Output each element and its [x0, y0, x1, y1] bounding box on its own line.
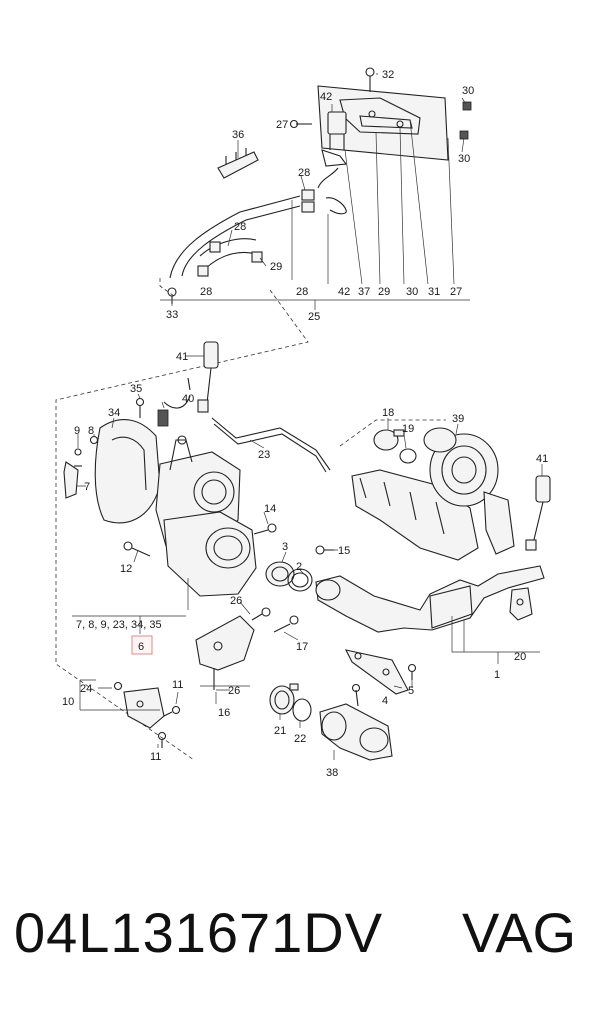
- bolt-14: [253, 523, 277, 535]
- callout-33: 33: [166, 309, 178, 321]
- callout-12: 12: [120, 563, 132, 575]
- callout-19: 19: [402, 423, 414, 435]
- callout-23: 23: [258, 449, 270, 461]
- callout-29: 29: [378, 286, 390, 298]
- callout-30: 30: [406, 286, 418, 298]
- callout-17: 17: [296, 641, 308, 653]
- callout-36: 36: [232, 129, 244, 141]
- heat-shield-bracket: [317, 85, 449, 161]
- callout-41: 41: [176, 351, 188, 363]
- callout-39: 39: [452, 413, 464, 425]
- callout-22: 22: [294, 733, 306, 745]
- callout-35: 35: [130, 383, 142, 395]
- group-list: 7, 8, 9, 23, 34, 35: [76, 619, 162, 631]
- bolt-24: [113, 681, 123, 691]
- callout-41: 41: [536, 453, 548, 465]
- callout-20: 20: [514, 651, 526, 663]
- clamp-3: [265, 561, 295, 587]
- callout-15: 15: [338, 545, 350, 557]
- callout-42: 42: [338, 286, 350, 298]
- callout-38: 38: [326, 767, 338, 779]
- callout-26: 26: [228, 685, 240, 697]
- oxygen-sensor-41: [197, 341, 219, 413]
- sensor-42: [327, 111, 347, 150]
- heat-shield-34: [94, 419, 161, 524]
- callout-2: 2: [296, 561, 302, 573]
- gasket-19: [399, 448, 417, 464]
- sensor-40: [157, 377, 191, 427]
- callout-27: 27: [450, 286, 462, 298]
- callout-28: 28: [296, 286, 308, 298]
- callout-3: 3: [282, 541, 288, 553]
- callout-11: 11: [172, 679, 183, 691]
- brand-name: VAG: [462, 901, 577, 964]
- callout-1: 1: [494, 669, 500, 681]
- callout-labels: 32 42 27 30 30 36 28 28 29 28 33 28 42 3…: [62, 69, 548, 779]
- callout-28: 28: [200, 286, 212, 298]
- callout-27: 27: [276, 119, 288, 131]
- callout-28: 28: [298, 167, 310, 179]
- bracket-7: [63, 461, 79, 499]
- callout-5: 5: [408, 685, 414, 697]
- bolt-11: [157, 705, 181, 748]
- bolt-17: [273, 615, 299, 633]
- gasket-2: [287, 568, 313, 592]
- callout-21: 21: [274, 725, 286, 737]
- part-number: 04L131671DV: [14, 901, 384, 964]
- hose-assembly: [169, 149, 348, 279]
- turbo-manifold-39: [351, 427, 515, 561]
- exploded-parts-diagram: 32 42 27 30 30 36 28 28 29 28 33 28 42 3…: [55, 67, 551, 779]
- callout-34: 34: [108, 407, 120, 419]
- bolt-12: [123, 541, 151, 557]
- callout-29: 29: [270, 261, 282, 273]
- callout-18: 18: [382, 407, 394, 419]
- bolt-26: [251, 607, 271, 621]
- callout-25: 25: [308, 311, 320, 323]
- callout-30: 30: [462, 85, 474, 97]
- callout-24: 24: [80, 683, 92, 695]
- bracket-10: [123, 687, 165, 729]
- highlight-box: [131, 635, 153, 655]
- callout-37: 37: [358, 286, 370, 298]
- turbo-manifold-catalyst-6: [155, 435, 257, 597]
- callout-26: 26: [230, 595, 242, 607]
- brake-line-23: [211, 417, 331, 473]
- clamp-18: [373, 429, 405, 451]
- bracket-4: [344, 649, 409, 695]
- callout-14: 14: [264, 503, 276, 515]
- exhaust-pipe-1: [315, 565, 545, 633]
- bolt-35: [135, 397, 145, 418]
- bracket-16: [195, 615, 255, 690]
- stud-8: [89, 435, 99, 445]
- callout-30: 30: [458, 153, 470, 165]
- callout-9: 9: [74, 425, 80, 437]
- callout-4: 4: [382, 695, 388, 707]
- callout-10: 10: [62, 696, 74, 708]
- callout-11: 11: [150, 751, 161, 763]
- nut-30: [459, 101, 472, 140]
- callout-42: 42: [320, 91, 332, 103]
- callout-16: 16: [218, 707, 230, 719]
- callout-31: 31: [428, 286, 440, 298]
- oxygen-sensor-41b: [525, 475, 551, 551]
- callout-40: 40: [182, 393, 194, 405]
- callout-6: 6: [138, 641, 144, 653]
- gasket-22: [292, 698, 312, 722]
- bolt-5: [407, 663, 417, 680]
- clamp-21: [269, 683, 299, 715]
- heat-shield-20: [509, 587, 533, 621]
- bolt-9: [74, 448, 82, 467]
- callout-7: 7: [84, 481, 90, 493]
- flange-38: [319, 683, 393, 761]
- callout-8: 8: [88, 425, 94, 437]
- hose-clips-36: [217, 148, 259, 179]
- bolt-32: [365, 67, 375, 92]
- callout-32: 32: [382, 69, 394, 81]
- callout-28: 28: [234, 221, 246, 233]
